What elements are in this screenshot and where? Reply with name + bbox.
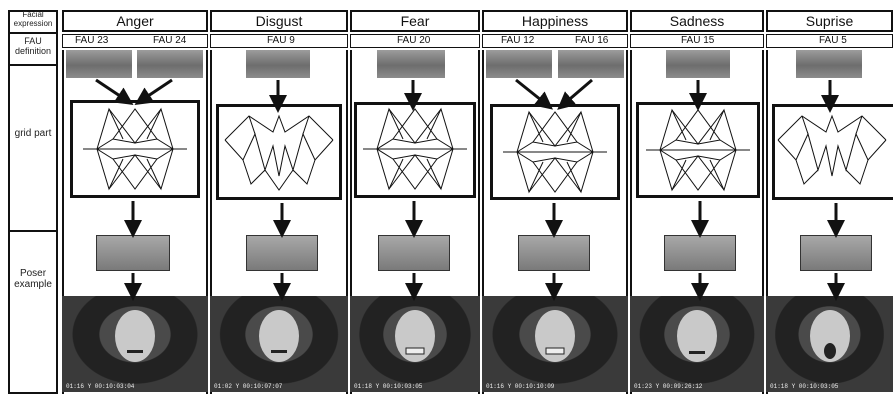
arrow-down-icon: [96, 80, 126, 100]
poser-face-hints: [115, 310, 850, 362]
arrow-down-icon: [142, 80, 172, 100]
lip-grid-mesh: [83, 109, 750, 192]
arrow-down-icon: [564, 80, 592, 104]
arrow-down-icon: [516, 80, 546, 104]
wing-grid-mesh: [225, 116, 886, 190]
arrows-to-grid: [96, 80, 830, 104]
poser-mouth-hints: [127, 343, 836, 359]
arrows-down: [133, 201, 836, 292]
